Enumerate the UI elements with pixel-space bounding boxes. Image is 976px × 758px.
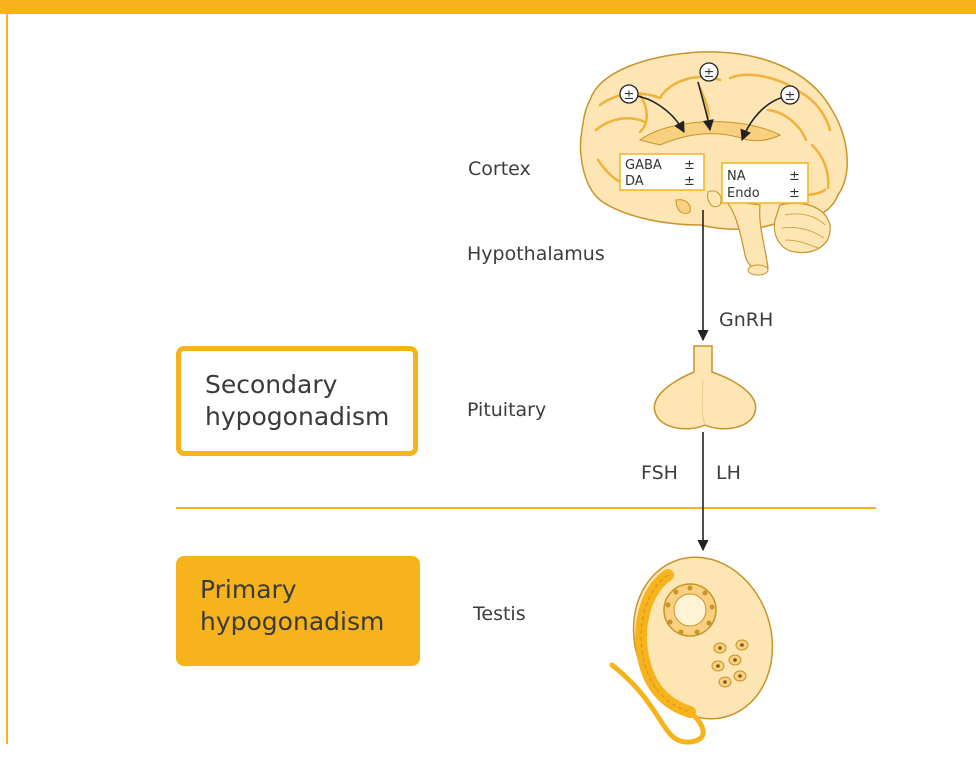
plusminus-icon-right: ±: [785, 89, 796, 104]
nt-endo-sign: ±: [789, 186, 800, 201]
nt-endo-label: Endo: [727, 186, 760, 201]
plusminus-icon-center: ±: [704, 66, 715, 81]
testis-illustration: [612, 539, 793, 742]
brain-illustration: ± ± ± GABA ± DA ± NA ± Endo ±: [581, 52, 848, 275]
neurotransmitter-box-left: GABA ± DA ±: [620, 154, 704, 190]
nt-na-label: NA: [727, 169, 746, 184]
nt-da-sign: ±: [684, 174, 695, 189]
pituitary-illustration: [654, 346, 755, 429]
plusminus-icon-left: ±: [624, 88, 635, 103]
neurotransmitter-box-right: NA ± Endo ±: [722, 163, 808, 203]
nt-da-label: DA: [625, 174, 644, 189]
nt-na-sign: ±: [789, 169, 800, 184]
nt-gaba-sign: ±: [684, 158, 695, 173]
nt-gaba-label: GABA: [625, 158, 662, 173]
